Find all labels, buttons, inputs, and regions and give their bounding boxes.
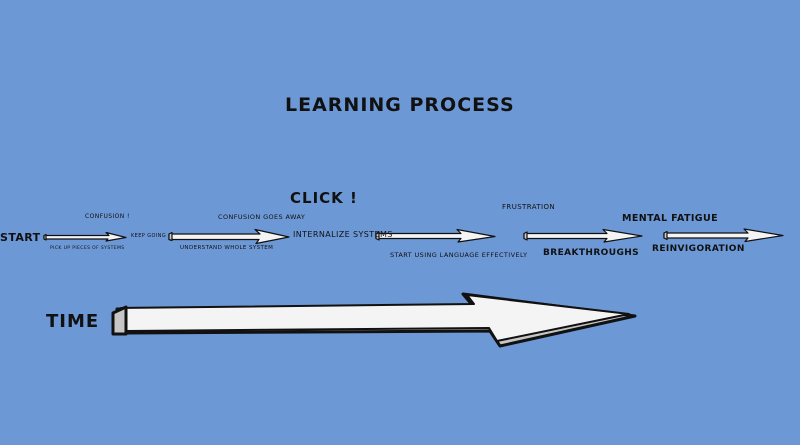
- diagram-title: LEARNING PROCESS: [285, 94, 515, 116]
- step-arrow-4: [523, 228, 643, 243]
- step-confusion: CONFUSION !: [85, 213, 130, 220]
- step-arrow-1: [43, 231, 127, 242]
- step-keep-going: KEEP GOING: [131, 233, 167, 239]
- step-pick-up-pieces: PICK UP PIECES OF SYSTEMS: [50, 246, 125, 251]
- step-internalize-systems: INTERNALIZE SYSTEMS: [293, 230, 393, 239]
- step-mental-fatigue: MENTAL FATIGUE: [622, 213, 718, 224]
- step-start: START: [0, 231, 41, 244]
- step-reinvigoration: REINVIGORATION: [652, 244, 745, 254]
- step-frustration: FRUSTRATION: [502, 203, 556, 211]
- step-arrow-2: [168, 228, 290, 245]
- step-arrow-3: [375, 228, 496, 243]
- step-arrow-5: [663, 228, 784, 243]
- click-label: CLICK !: [290, 189, 358, 207]
- step-breakthroughs: BREAKTHROUGHS: [543, 248, 640, 258]
- step-confusion-goes-away: CONFUSION GOES AWAY: [218, 213, 306, 221]
- step-understand-whole-system: UNDERSTAND WHOLE SYSTEM: [180, 245, 274, 251]
- time-label: TIME: [46, 311, 100, 332]
- step-start-using-language: START USING LANGUAGE EFFECTIVELY: [390, 251, 528, 259]
- time-arrow: [111, 292, 637, 348]
